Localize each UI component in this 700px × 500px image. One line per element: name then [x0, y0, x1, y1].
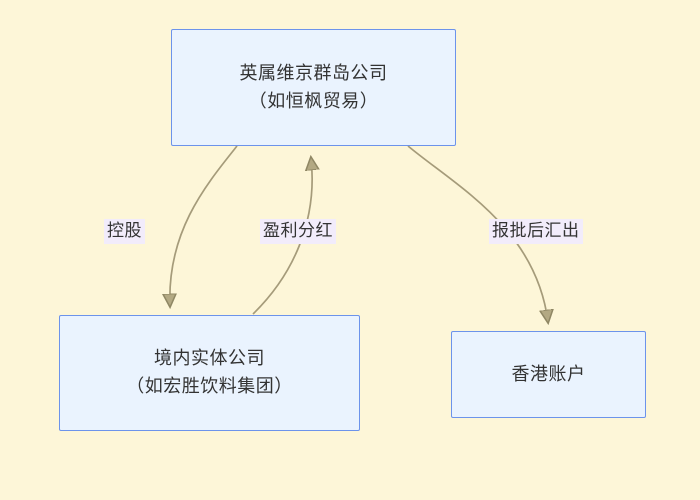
edge-label-dividend: 盈利分红 [260, 219, 336, 244]
node-domestic-entity[interactable]: 境内实体公司 （如宏胜饮料集团） [59, 315, 360, 431]
node-domestic-line-1: 境内实体公司 [154, 348, 265, 369]
node-bvi-line-2: （如恒枫贸易） [248, 90, 379, 111]
node-bvi-line-1: 英属维京群岛公司 [239, 62, 388, 83]
node-hk-line-1: 香港账户 [511, 363, 586, 384]
edge-dividend-path [252, 158, 312, 315]
edge-holding-path [170, 145, 238, 306]
node-hongkong-account[interactable]: 香港账户 [451, 331, 646, 418]
node-bvi-company[interactable]: 英属维京群岛公司 （如恒枫贸易） [171, 29, 456, 146]
edge-remit-path [407, 145, 548, 322]
edge-label-remit: 报批后汇出 [489, 219, 583, 244]
edge-label-holding: 控股 [104, 219, 145, 244]
node-domestic-line-2: （如宏胜饮料集团） [126, 376, 293, 396]
